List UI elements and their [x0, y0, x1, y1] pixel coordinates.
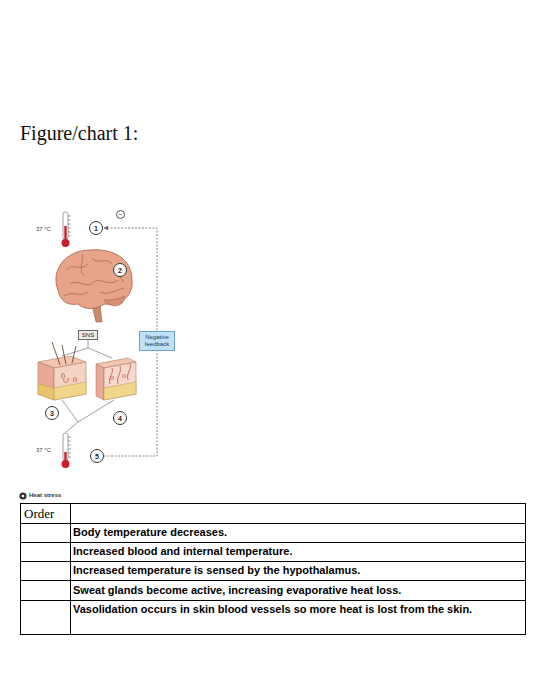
feedback-label-box: Negative feedback	[139, 331, 175, 350]
table-cell: Sweat glands become active, increasing e…	[73, 584, 521, 597]
callout-number: 5	[90, 449, 104, 463]
node-text: 4	[118, 415, 122, 422]
node-text: −	[118, 211, 122, 218]
table-cell: Body temperature decreases.	[73, 526, 521, 539]
thermometer	[62, 433, 72, 468]
thermometer	[62, 212, 72, 247]
inhibit-symbol: −	[116, 210, 125, 219]
callout-number: 4	[113, 411, 127, 425]
skin-block-vessels	[96, 358, 136, 400]
temperature-label: 37 °C	[36, 447, 51, 454]
node-text: Negative feedback	[143, 334, 171, 347]
table-header: Order	[24, 506, 54, 522]
node-text: SNS	[82, 332, 94, 338]
figure-caption-tag: Heat stress	[29, 492, 61, 499]
node-text: 5	[95, 453, 99, 460]
table-grid	[21, 504, 526, 635]
heat-stress-icon	[19, 492, 26, 499]
table-cell: Vasolidation occurs in skin blood vessel…	[73, 603, 521, 616]
callout-number: 2	[113, 263, 127, 277]
figure-title: Figure/chart 1:	[20, 122, 138, 145]
table-cell: Increased blood and internal temperature…	[73, 545, 521, 558]
sns-label-box: SNS	[78, 330, 98, 340]
temperature-label: 37 °C	[36, 226, 51, 233]
node-text: 3	[50, 410, 54, 417]
node-text: 1	[94, 225, 98, 232]
node-text: 2	[118, 267, 122, 274]
callout-number: 3	[45, 406, 59, 420]
table-cell: Increased temperature is sensed by the h…	[73, 564, 521, 577]
skin-block-sweat	[38, 342, 86, 400]
brain	[56, 250, 132, 322]
callout-number: 1	[89, 221, 103, 235]
